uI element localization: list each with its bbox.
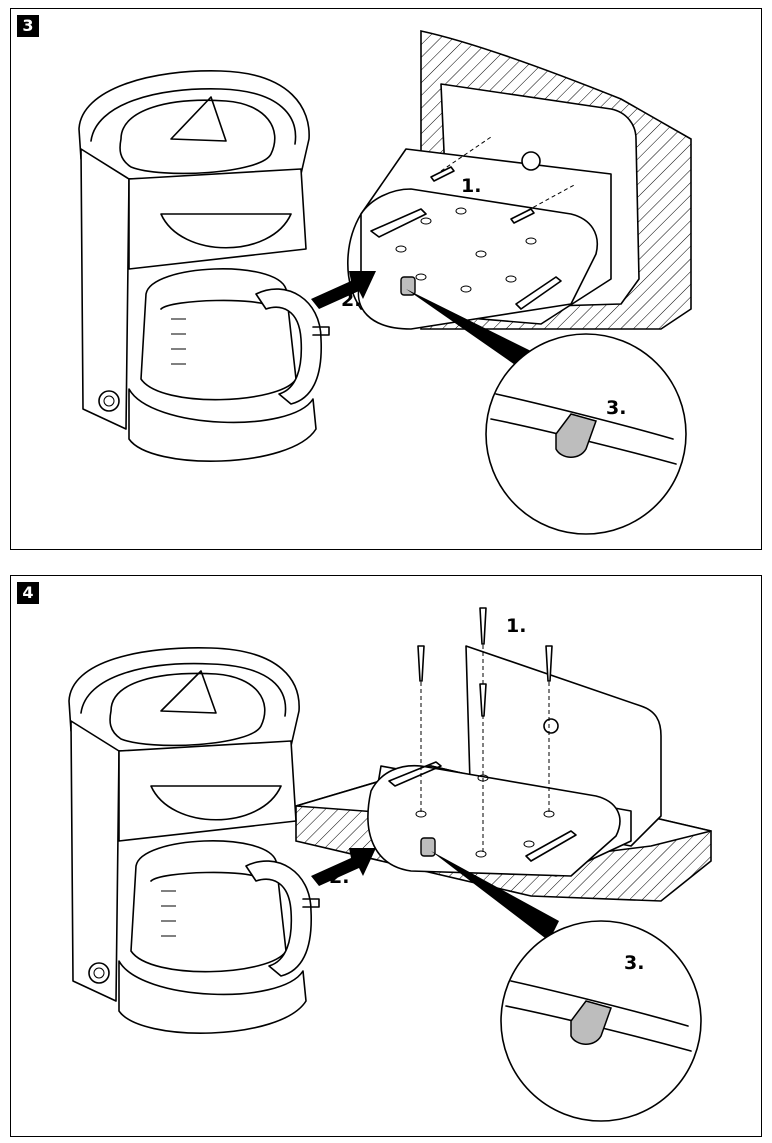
step-2-label: 2. — [329, 866, 349, 888]
cabinet-mount-illustration: 1. 2. 3. — [11, 576, 763, 1138]
step-3-label: 3. — [606, 397, 626, 419]
wall-mount-illustration: 1. 2. 3. — [11, 9, 763, 551]
figure-panel-3: 3 — [10, 8, 762, 550]
coffee-maker-icon — [69, 648, 319, 1033]
step-1-label: 1. — [506, 615, 526, 637]
figure-panel-4: 4 — [10, 575, 762, 1137]
step-3-label: 3. — [624, 952, 644, 974]
detail-magnifier-icon — [486, 334, 686, 534]
step-2-label: 2. — [341, 289, 361, 311]
wall-bracket-icon — [348, 31, 691, 329]
detail-magnifier-icon — [501, 921, 701, 1121]
step-1-label: 1. — [461, 175, 481, 197]
coffee-maker-icon — [79, 71, 329, 461]
